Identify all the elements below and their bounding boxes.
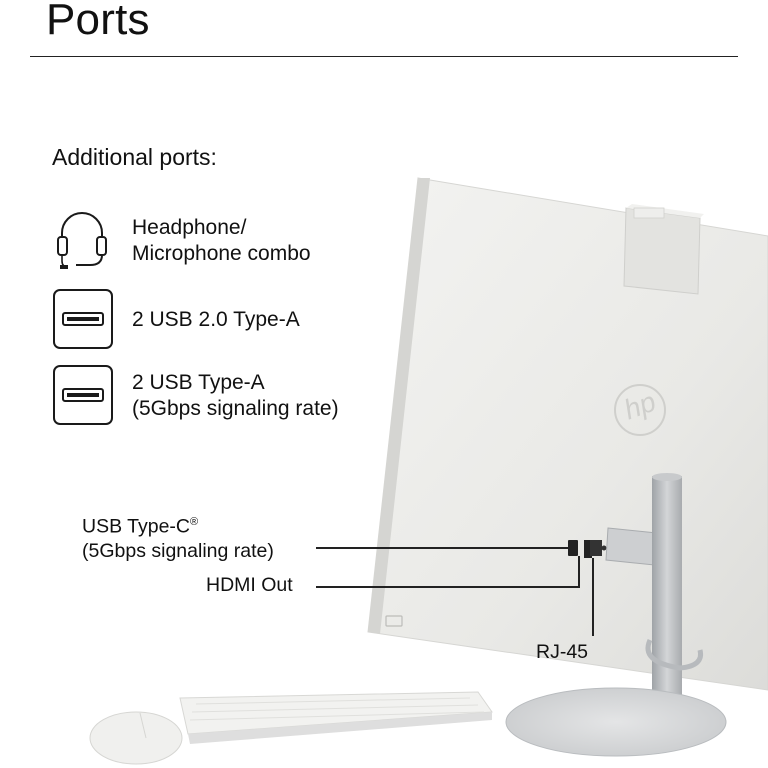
callout-usbc-leader: [316, 547, 570, 549]
callout-usbc-registered: ®: [190, 516, 199, 528]
callout-rj45-leader: [592, 558, 594, 636]
port-usb5g-line1: 2 USB Type-A: [132, 371, 265, 394]
port-usb5g-label: 2 USB Type-A (5Gbps signaling rate): [132, 370, 339, 422]
port-usb2-label: 2 USB 2.0 Type-A: [132, 308, 300, 331]
callout-rj45: RJ-45: [536, 641, 589, 663]
title-divider: [30, 56, 738, 57]
page-title: Ports: [46, 0, 150, 44]
port-headphone-line2: Microphone combo: [132, 242, 311, 265]
callout-usbc: USB Type-C® (5Gbps signaling rate): [82, 510, 274, 563]
callout-usbc-line2: (5Gbps signaling rate): [82, 539, 274, 562]
usb-a-icon: [53, 289, 113, 349]
callout-hdmi-leader-vertical: [578, 556, 580, 587]
section-subtitle: Additional ports:: [52, 144, 217, 170]
port-usb5g-line2: (5Gbps signaling rate): [132, 397, 339, 420]
callout-usbc-line1: USB Type-C: [82, 515, 191, 538]
callout-hdmi-leader: [316, 586, 580, 588]
usb-a-icon: [53, 365, 113, 425]
port-headphone-label: Headphone/ Microphone combo: [132, 215, 311, 267]
callout-hdmi: HDMI Out: [206, 574, 293, 596]
headphone-mic-icon: [50, 203, 114, 275]
port-headphone-line1: Headphone/: [132, 216, 247, 239]
